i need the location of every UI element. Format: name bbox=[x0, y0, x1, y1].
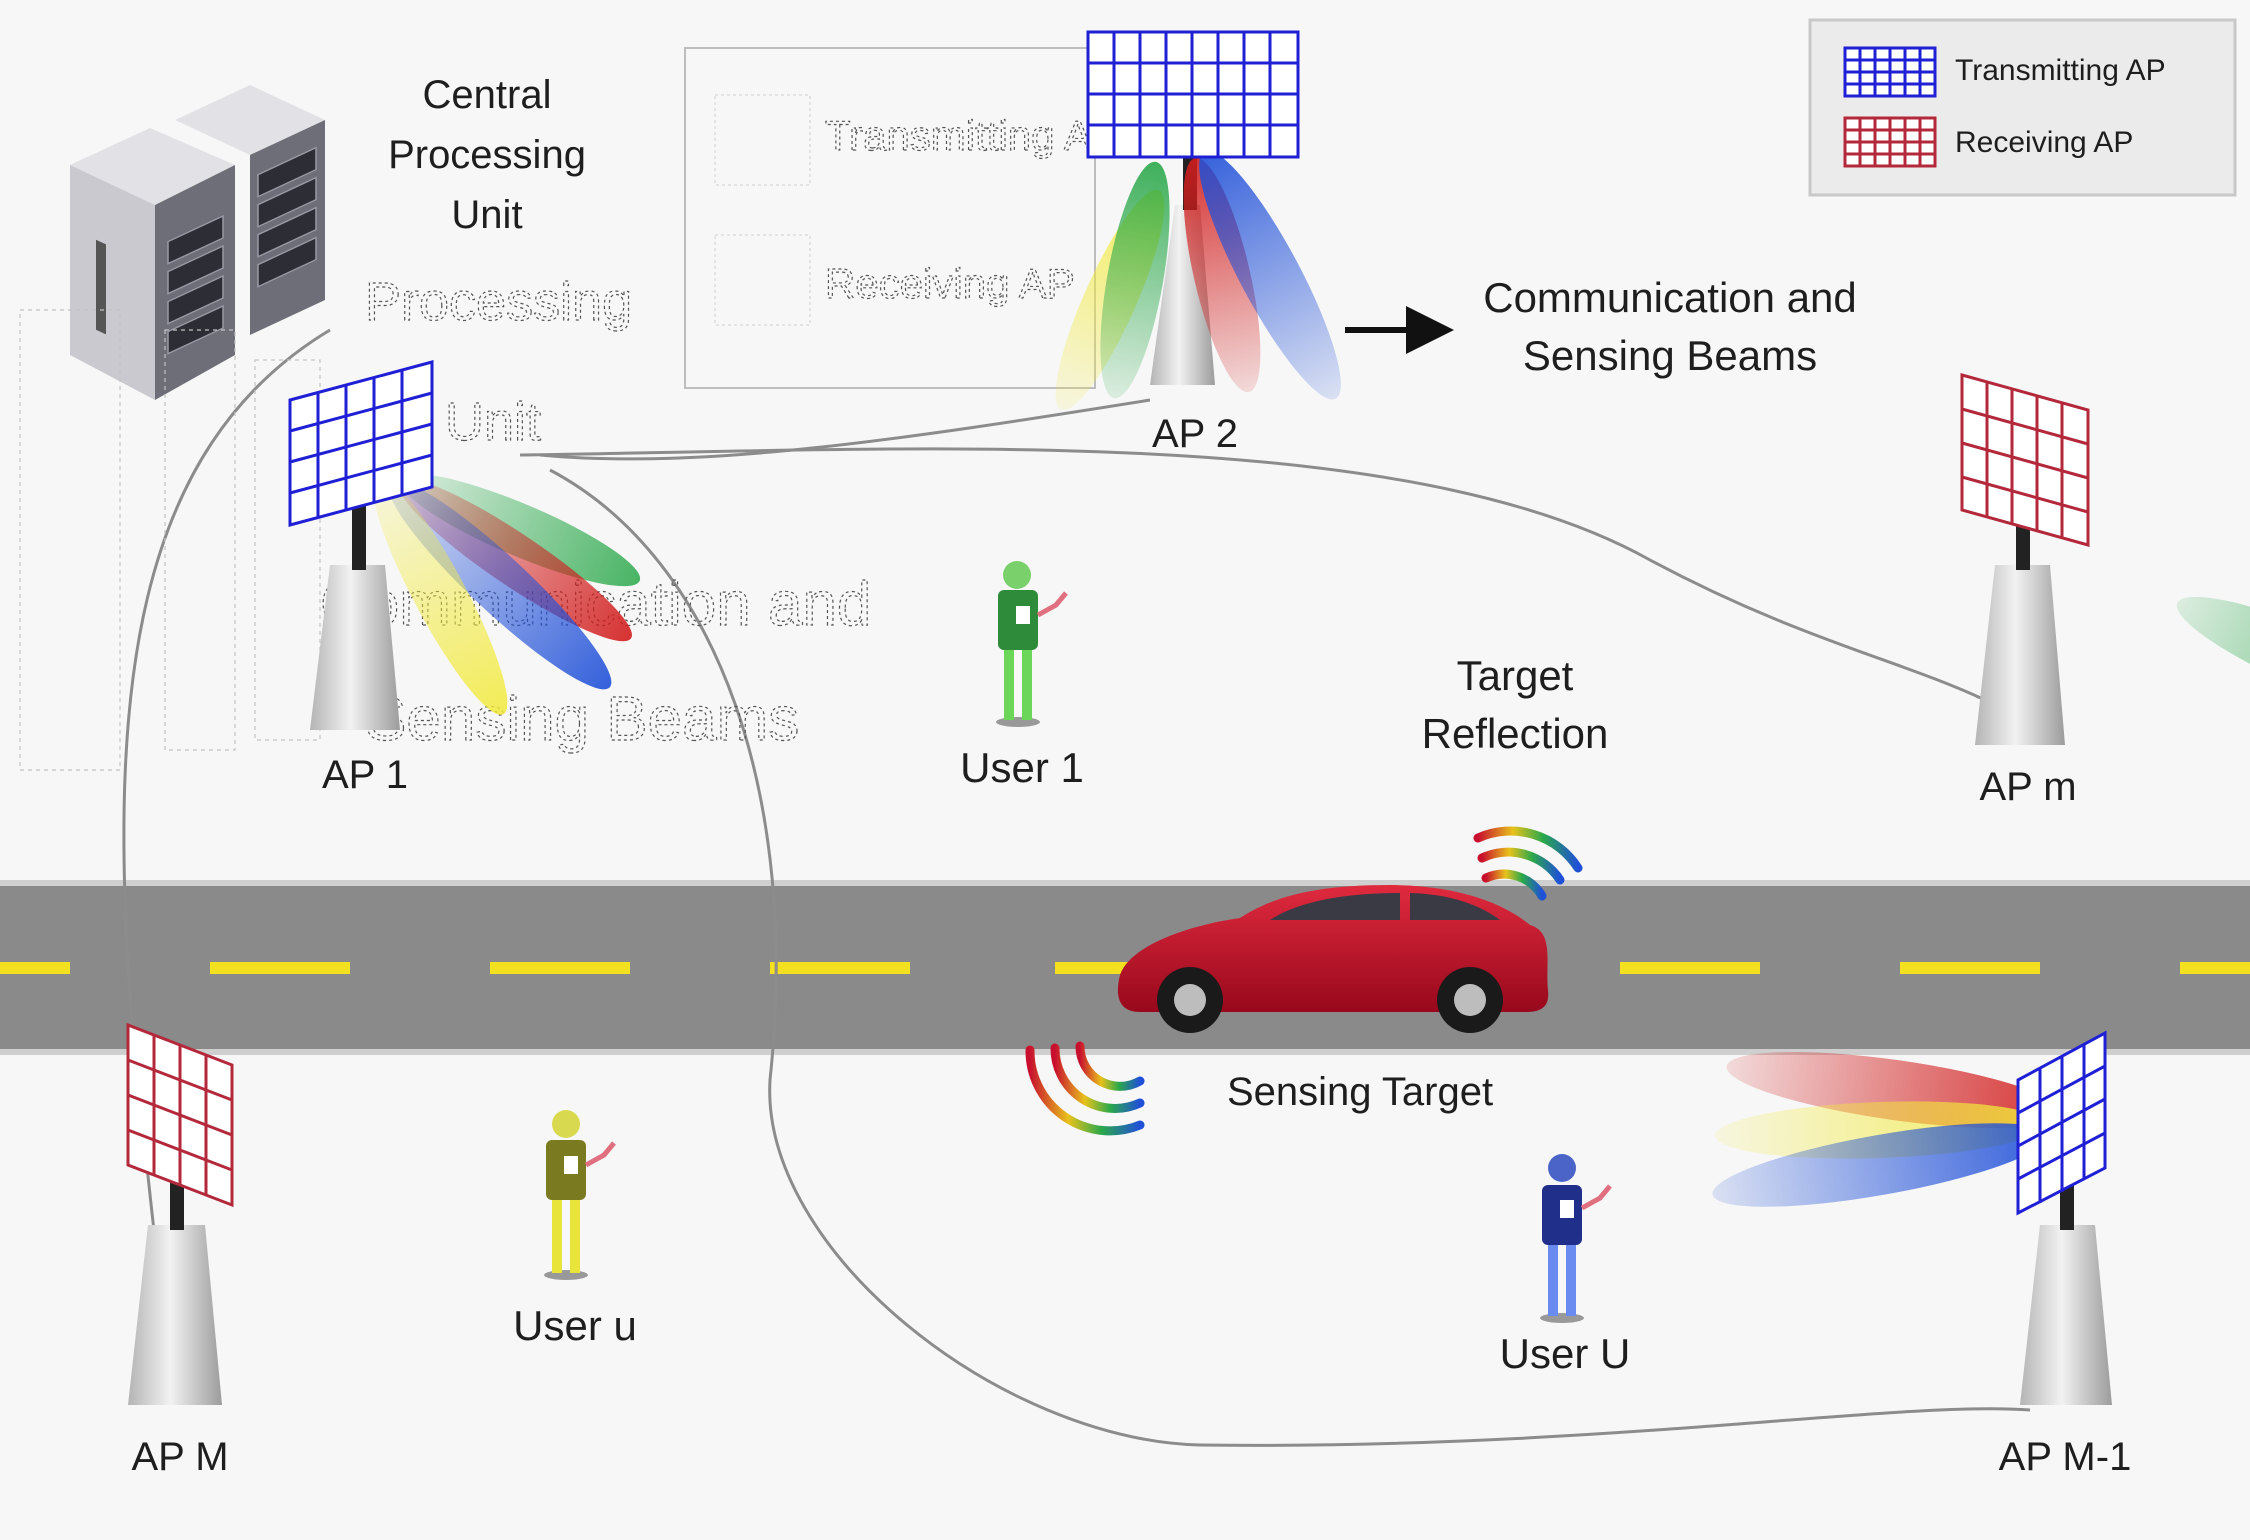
beam-blue bbox=[388, 480, 612, 690]
beam-yellow bbox=[372, 475, 508, 715]
user-u: User u bbox=[513, 1110, 637, 1349]
antenna-panel-icon bbox=[2016, 1030, 2107, 1216]
person-icon bbox=[544, 1110, 616, 1280]
access-point-m: AP m bbox=[1960, 373, 2090, 809]
beam-red bbox=[1183, 157, 1261, 393]
lane-markings bbox=[0, 962, 2250, 974]
antenna-panel-icon bbox=[126, 1022, 234, 1208]
beam-blue bbox=[1712, 1123, 2048, 1207]
road bbox=[0, 880, 2250, 1055]
target-reflection-line-1: Target bbox=[1457, 652, 1574, 699]
beams-apM1 bbox=[1712, 596, 2250, 1207]
link-ap1-ap2 bbox=[539, 398, 1151, 461]
ghost-cpu-line-2: Unit bbox=[445, 392, 541, 452]
access-point-1: AP 1 bbox=[288, 360, 641, 797]
ghost-legend-transmitting: Transmitting AP bbox=[825, 112, 1120, 159]
cpu-label-line-3: Unit bbox=[451, 193, 522, 237]
beam-blue bbox=[1199, 150, 1341, 400]
user1-label: User 1 bbox=[960, 744, 1084, 791]
beams-caption-line-2: Sensing Beams bbox=[1523, 332, 1817, 379]
userU-label: User U bbox=[1500, 1330, 1631, 1377]
antenna-panel-icon bbox=[1086, 30, 1300, 159]
cpu-label-line-2: Processing bbox=[388, 133, 586, 177]
beam-green bbox=[1100, 161, 1170, 399]
person-icon bbox=[996, 561, 1068, 727]
ghost-legend-receiving: Receiving AP bbox=[825, 260, 1075, 307]
antenna-panel-icon bbox=[288, 360, 434, 527]
beams-ap1 bbox=[372, 473, 641, 715]
link-ap1-apM1 bbox=[549, 468, 2031, 1447]
ap1-label: AP 1 bbox=[322, 753, 408, 797]
sensing-target-car: Sensing Target bbox=[1117, 885, 1549, 1114]
ghost-legend-box bbox=[684, 47, 1096, 389]
server-rack-icon bbox=[70, 128, 235, 400]
access-point-M-1: AP M-1 bbox=[1712, 596, 2250, 1479]
legend: Transmitting AP Receiving AP bbox=[1808, 18, 2237, 197]
legend-box bbox=[1808, 18, 2237, 197]
ghost-cpu-line-1: Processing bbox=[365, 272, 632, 332]
target-reflection-line-2: Reflection bbox=[1422, 710, 1609, 757]
car-icon bbox=[1117, 885, 1549, 1033]
beams-caption-line-1: Communication and bbox=[1483, 274, 1857, 321]
signal-waves-icon bbox=[1025, 1041, 1145, 1136]
mast bbox=[2020, 1225, 2112, 1405]
apM-label: AP M bbox=[131, 1435, 228, 1479]
user-1: User 1 bbox=[960, 561, 1084, 791]
signal-waves-icon bbox=[1473, 826, 1583, 901]
legend-receiving-label: Receiving AP bbox=[1955, 126, 2133, 159]
person-icon bbox=[1540, 1154, 1612, 1323]
cpu-label-line-1: Central bbox=[423, 73, 552, 117]
access-point-M: AP M bbox=[126, 1022, 234, 1479]
beam-green bbox=[2176, 596, 2250, 727]
apM1-label: AP M-1 bbox=[1999, 1435, 2132, 1479]
ap2-label: AP 2 bbox=[1152, 412, 1238, 456]
mast bbox=[310, 565, 400, 730]
server-rack-icon bbox=[175, 85, 325, 335]
legend-transmitting-swatch bbox=[1843, 46, 1937, 98]
mast bbox=[1975, 565, 2065, 745]
legend-receiving-swatch bbox=[1843, 116, 1937, 168]
mast bbox=[128, 1225, 222, 1405]
link-ap1-apm bbox=[519, 447, 1986, 702]
beams-ap2 bbox=[1055, 150, 1341, 411]
user-U: User U bbox=[1500, 1154, 1631, 1377]
legend-transmitting-label: Transmitting AP bbox=[1955, 54, 2166, 87]
access-point-2: AP 2 bbox=[1055, 30, 1341, 456]
sensing-target-label: Sensing Target bbox=[1227, 1070, 1493, 1114]
central-processing-unit: Central Processing Unit bbox=[70, 73, 586, 400]
apm-label: AP m bbox=[1979, 765, 2076, 809]
antenna-panel-icon bbox=[1960, 373, 2090, 547]
ghost-caption-line-2: Sensing Beams bbox=[365, 685, 799, 754]
useru-label: User u bbox=[513, 1302, 637, 1349]
